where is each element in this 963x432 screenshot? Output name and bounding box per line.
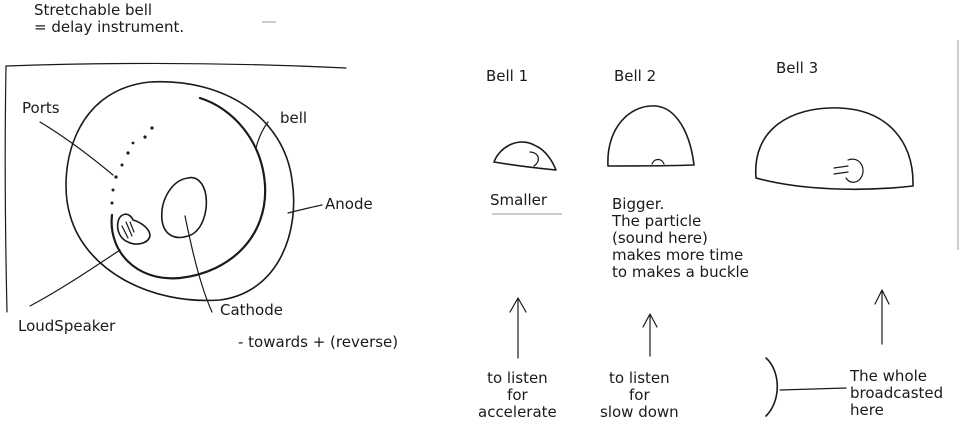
loudspeaker-label: LoudSpeaker: [18, 317, 116, 335]
cathode-label: Cathode: [220, 301, 283, 319]
bell-2-title: Bell 2: [614, 67, 657, 85]
bell-2-shape: [607, 105, 695, 167]
ports-dots: [110, 126, 154, 205]
cathode-leader: [184, 215, 213, 313]
cathode-oval: [161, 176, 208, 239]
bell-2-caption: Bigger. The particle (sound here) makes …: [612, 195, 749, 281]
bell-3-title: Bell 3: [776, 59, 819, 77]
panel-top-border: [5, 62, 347, 69]
loudspeaker-shape: [116, 213, 151, 245]
bell-3-use: The whole broadcasted here: [850, 367, 944, 419]
bell-2-use: to listen for slow down: [600, 369, 679, 421]
bell-label: bell: [280, 109, 308, 127]
broadcast-arc: [765, 357, 778, 417]
anode-leader: [287, 204, 323, 214]
bell-3-particle: [833, 158, 864, 183]
reverse-note: - towards + (reverse): [238, 333, 399, 351]
bell-2-particle: [651, 158, 665, 165]
arrow-bell-1: [509, 297, 527, 359]
loudspeaker-hatch: [121, 221, 135, 239]
loudspeaker-leader: [29, 249, 121, 307]
ports-label: Ports: [22, 99, 60, 117]
arrow-bell-2: [642, 313, 658, 357]
bell-1-use: to listen for accelerate: [478, 369, 557, 421]
panel-left-border: [4, 65, 8, 313]
bell-3-shape: [755, 107, 914, 191]
bell-leader: [255, 121, 269, 149]
anode-outline: [65, 80, 295, 302]
bell-1-shape: [493, 141, 557, 171]
ports-leader: [39, 121, 114, 176]
anode-label: Anode: [325, 195, 373, 213]
arrow-bell-3: [874, 289, 890, 345]
bell-outline: [110, 96, 267, 280]
bell-1-title: Bell 1: [486, 67, 529, 85]
bell-1-caption: Smaller: [490, 191, 548, 209]
broadcast-leader: [779, 387, 847, 391]
diagram-title: Stretchable bell = delay instrument.: [34, 1, 185, 36]
bell-1-particle: [529, 151, 539, 167]
